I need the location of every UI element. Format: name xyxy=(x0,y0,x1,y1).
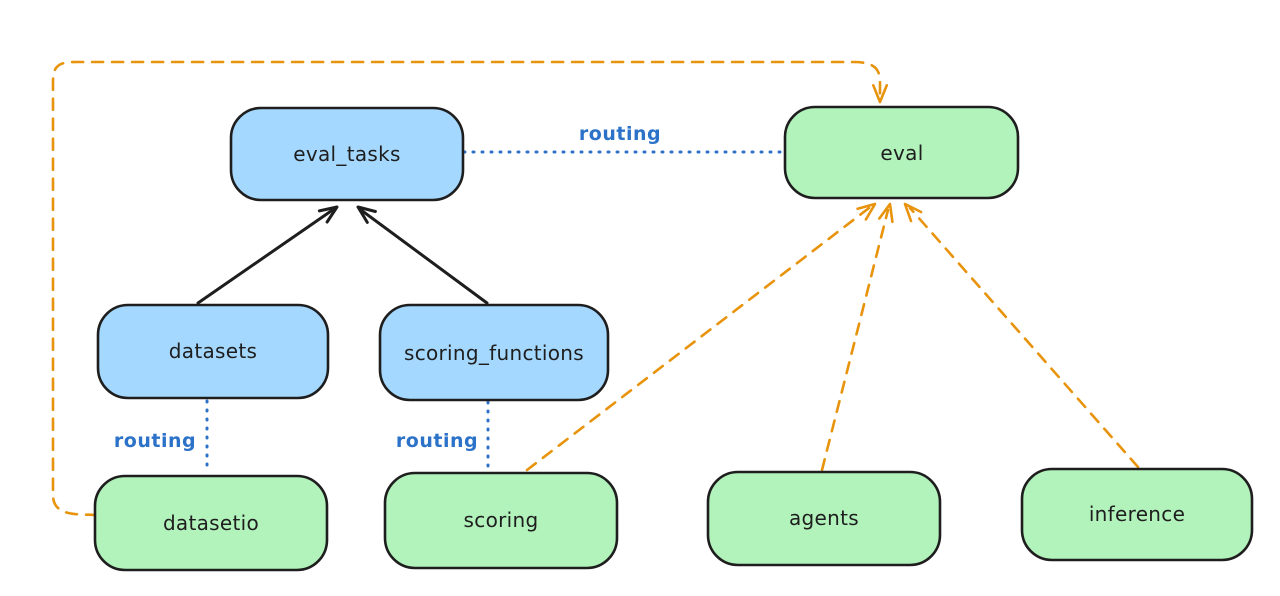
edge-scoring-to-eval xyxy=(525,202,877,472)
edge-label-routing-left: routing xyxy=(114,430,196,452)
edge-scoring-functions-to-eval-tasks xyxy=(356,205,489,305)
node-label-eval: eval xyxy=(880,141,923,165)
node-label-datasetio: datasetio xyxy=(163,511,259,535)
arrowhead-icon xyxy=(356,205,377,224)
edge-line xyxy=(820,208,890,472)
edge-line xyxy=(359,208,489,305)
node-inference: inference xyxy=(1020,467,1254,562)
node-eval-tasks: eval_tasks xyxy=(229,106,465,202)
edge-inference-to-eval xyxy=(903,202,1140,469)
node-box xyxy=(378,303,610,402)
node-box xyxy=(93,474,329,572)
node-eval: eval xyxy=(783,105,1020,200)
arrowhead-icon xyxy=(903,202,923,223)
node-scoring-functions: scoring_functions xyxy=(378,303,610,402)
arrowhead-icon xyxy=(317,205,339,224)
node-label-scoring-functions: scoring_functions xyxy=(404,341,584,365)
edge-line xyxy=(525,206,871,472)
edge-line xyxy=(51,60,882,517)
edge-agents-to-eval xyxy=(820,202,894,472)
node-datasetio: datasetio xyxy=(93,474,329,572)
edge-label-routing-top: routing xyxy=(579,123,661,145)
arrowhead-icon xyxy=(856,202,877,221)
edge-label-routing-middle: routing xyxy=(396,430,478,452)
node-box xyxy=(96,303,330,400)
edge-datasetio-to-eval xyxy=(51,60,889,517)
node-label-inference: inference xyxy=(1089,502,1185,526)
node-box xyxy=(383,471,619,570)
node-box xyxy=(706,470,942,567)
node-label-eval-tasks: eval_tasks xyxy=(293,142,400,166)
node-agents: agents xyxy=(706,470,942,567)
node-label-datasets: datasets xyxy=(169,339,257,363)
node-label-scoring: scoring xyxy=(464,508,539,532)
edge-line xyxy=(196,207,336,305)
arrowhead-icon xyxy=(878,202,894,224)
edge-datasets-to-eval-tasks xyxy=(196,205,339,305)
edge-line xyxy=(908,206,1140,469)
arrowhead-icon xyxy=(872,84,889,104)
node-box xyxy=(783,105,1020,200)
node-datasets: datasets xyxy=(96,303,330,400)
node-box xyxy=(229,106,465,202)
node-box xyxy=(1020,467,1254,562)
node-label-agents: agents xyxy=(789,506,859,530)
node-scoring: scoring xyxy=(383,471,619,570)
